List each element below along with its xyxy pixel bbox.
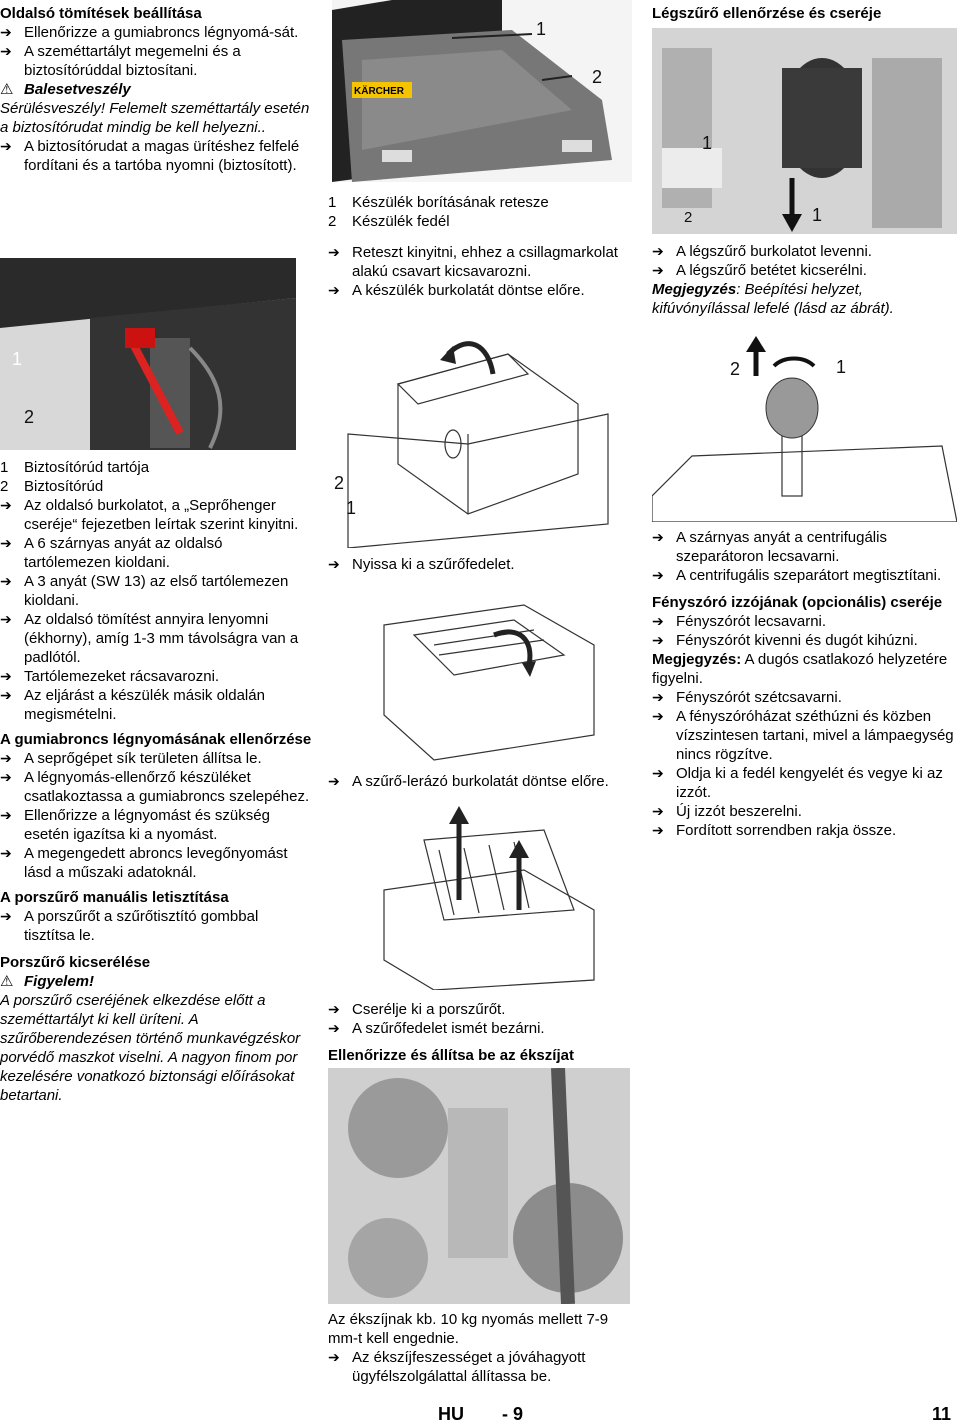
figure-machine-cover: KÄRCHER 1 2: [332, 0, 632, 182]
list-item: A seprőgépet sík területen állítsa le.: [0, 749, 312, 768]
section-title-side-seals: Oldalsó tömítések beállítása: [0, 5, 202, 22]
list-item: Az oldalsó tömítést annyira lenyomni (ék…: [0, 610, 312, 667]
list-item: Oldja ki a fedél kengyelét és vegye ki a…: [652, 764, 957, 802]
list-item: Fényszórót kivenni és dugót kihúzni.: [652, 631, 957, 650]
section-title-air-filter: Légszűrő ellenőrzése és cseréje: [652, 5, 882, 22]
section-title-tyre-pressure: A gumiabroncs légnyomásának ellenőrzése: [0, 731, 312, 748]
warning-text: Sérülésveszély! Felemelt szeméttartály e…: [0, 100, 310, 136]
figure-safety-rod: 1 2: [0, 258, 296, 450]
callout-2: 2: [592, 67, 603, 87]
callout-2: 2: [730, 359, 741, 379]
caution-text: A porszűrő cseréjének elkezdése előtt a …: [0, 992, 301, 1104]
callout-1b: 1: [812, 205, 823, 225]
section-title-headlight: Fényszóró izzójának (opcionális) cseréje: [652, 594, 943, 611]
list-item: A légszűrő betétet kicserélni.: [652, 261, 957, 280]
note: Megjegyzés: Beépítési helyzet, kifúvónyí…: [652, 281, 894, 317]
callout-1: 1: [536, 19, 547, 39]
figure-v-belt: [328, 1068, 630, 1304]
section-title-filter-replace: Porszűrő kicserélése: [0, 954, 151, 971]
list-item: A centrifugális szeparátort megtisztítan…: [652, 566, 957, 585]
footer-local-page: - 9: [502, 1404, 524, 1424]
list-item: Fényszórót lecsavarni.: [652, 612, 957, 631]
safety-rod-illustration: [0, 258, 296, 450]
list-item: A szeméttartályt megemelni és a biztosít…: [0, 42, 312, 80]
callout-1: 1: [702, 133, 713, 153]
footer-language: HU: [438, 1404, 464, 1424]
callout-2: 2: [684, 209, 693, 226]
callout-2: 2: [334, 473, 345, 493]
section-title-filter-cleaning: A porszűrő manuális letisztítása: [0, 889, 229, 906]
footer-page-number: 11: [932, 1404, 952, 1424]
callout-2: 2: [24, 407, 35, 427]
belt-spec-text: Az ékszíjnak kb. 10 kg nyomás mellett 7-…: [328, 1311, 609, 1347]
list-item: A készülék burkolatát döntse előre.: [328, 281, 630, 300]
air-filter-photo: [652, 28, 957, 234]
callout-1: 1: [346, 498, 357, 518]
list-item: Reteszt kinyitni, ehhez a csillagmarkola…: [328, 243, 630, 281]
note: Megjegyzés: A dugós csatlakozó helyzetér…: [652, 651, 948, 687]
callout-1: 1: [12, 349, 23, 369]
list-item: Új izzót beszerelni.: [652, 802, 957, 821]
list-item: Nyissa ki a szűrőfedelet.: [328, 555, 630, 574]
figure-air-filter: 1 2 1: [652, 28, 957, 234]
figure-filter-replace: [344, 800, 628, 990]
list-item: Ellenőrizze a gumiabroncs légnyomá-sát.: [0, 23, 312, 42]
list-item: A szűrőfedelet ismét bezárni.: [328, 1019, 630, 1038]
list-item: A biztosítórudat a magas ürítéshez felfe…: [0, 137, 312, 175]
machine-cover-illustration: [332, 0, 632, 182]
warning-title: Balesetveszély: [0, 80, 312, 99]
list-item: Az ékszíjfeszességet a jóváhagyott ügyfé…: [328, 1348, 630, 1386]
brand-logo: KÄRCHER: [354, 86, 404, 97]
list-item: Fordított sorrendben rakja össze.: [652, 821, 957, 840]
list-item: Az oldalsó burkolatot, a „Seprőhenger cs…: [0, 496, 312, 534]
hood-tilt-line-drawing: [347, 341, 609, 548]
list-item: A 3 anyát (SW 13) az első tartólemezen k…: [0, 572, 312, 610]
figure-hood-tilt: 2 1: [328, 324, 624, 548]
v-belt-photo: [328, 1068, 630, 1304]
list-item: A szűrő-lerázó burkolatát döntse előre.: [328, 772, 630, 791]
figure-filter-shaker: [344, 585, 628, 765]
list-item: Fényszórót szétcsavarni.: [652, 688, 957, 707]
list-item: Cserélje ki a porszűrőt.: [328, 1000, 630, 1019]
list-item: A 6 szárnyas anyát az oldalsó tartólemez…: [0, 534, 312, 572]
list-item: Tartólemezeket rácsavarozni.: [0, 667, 312, 686]
list-item: A porszűrőt a szűrőtisztító gombbal tisz…: [0, 907, 312, 945]
list-item: A szárnyas anyát a centrifugális szepará…: [652, 528, 957, 566]
list-item: A megengedett abroncs levegőnyomást lásd…: [0, 844, 312, 882]
caution-title: Figyelem!: [0, 972, 312, 991]
separator-line-drawing: [652, 336, 957, 522]
list-item: A légszűrő burkolatot levenni.: [652, 242, 957, 261]
figure-separator: 2 1: [652, 336, 957, 522]
section-title-v-belt: Ellenőrizze és állítsa be az ékszíjat: [328, 1047, 574, 1064]
list-item: A légnyomás-ellenőrző készüléket csatlak…: [0, 768, 312, 806]
list-item: Ellenőrizze a légnyomást és szükség eset…: [0, 806, 312, 844]
filter-replace-line-drawing: [383, 806, 595, 990]
list-item: Az eljárást a készülék másik oldalán meg…: [0, 686, 312, 724]
callout-1: 1: [836, 357, 847, 377]
filter-shaker-line-drawing: [383, 604, 595, 761]
list-item: A fényszóróházat széthúzni és közben víz…: [652, 707, 957, 764]
